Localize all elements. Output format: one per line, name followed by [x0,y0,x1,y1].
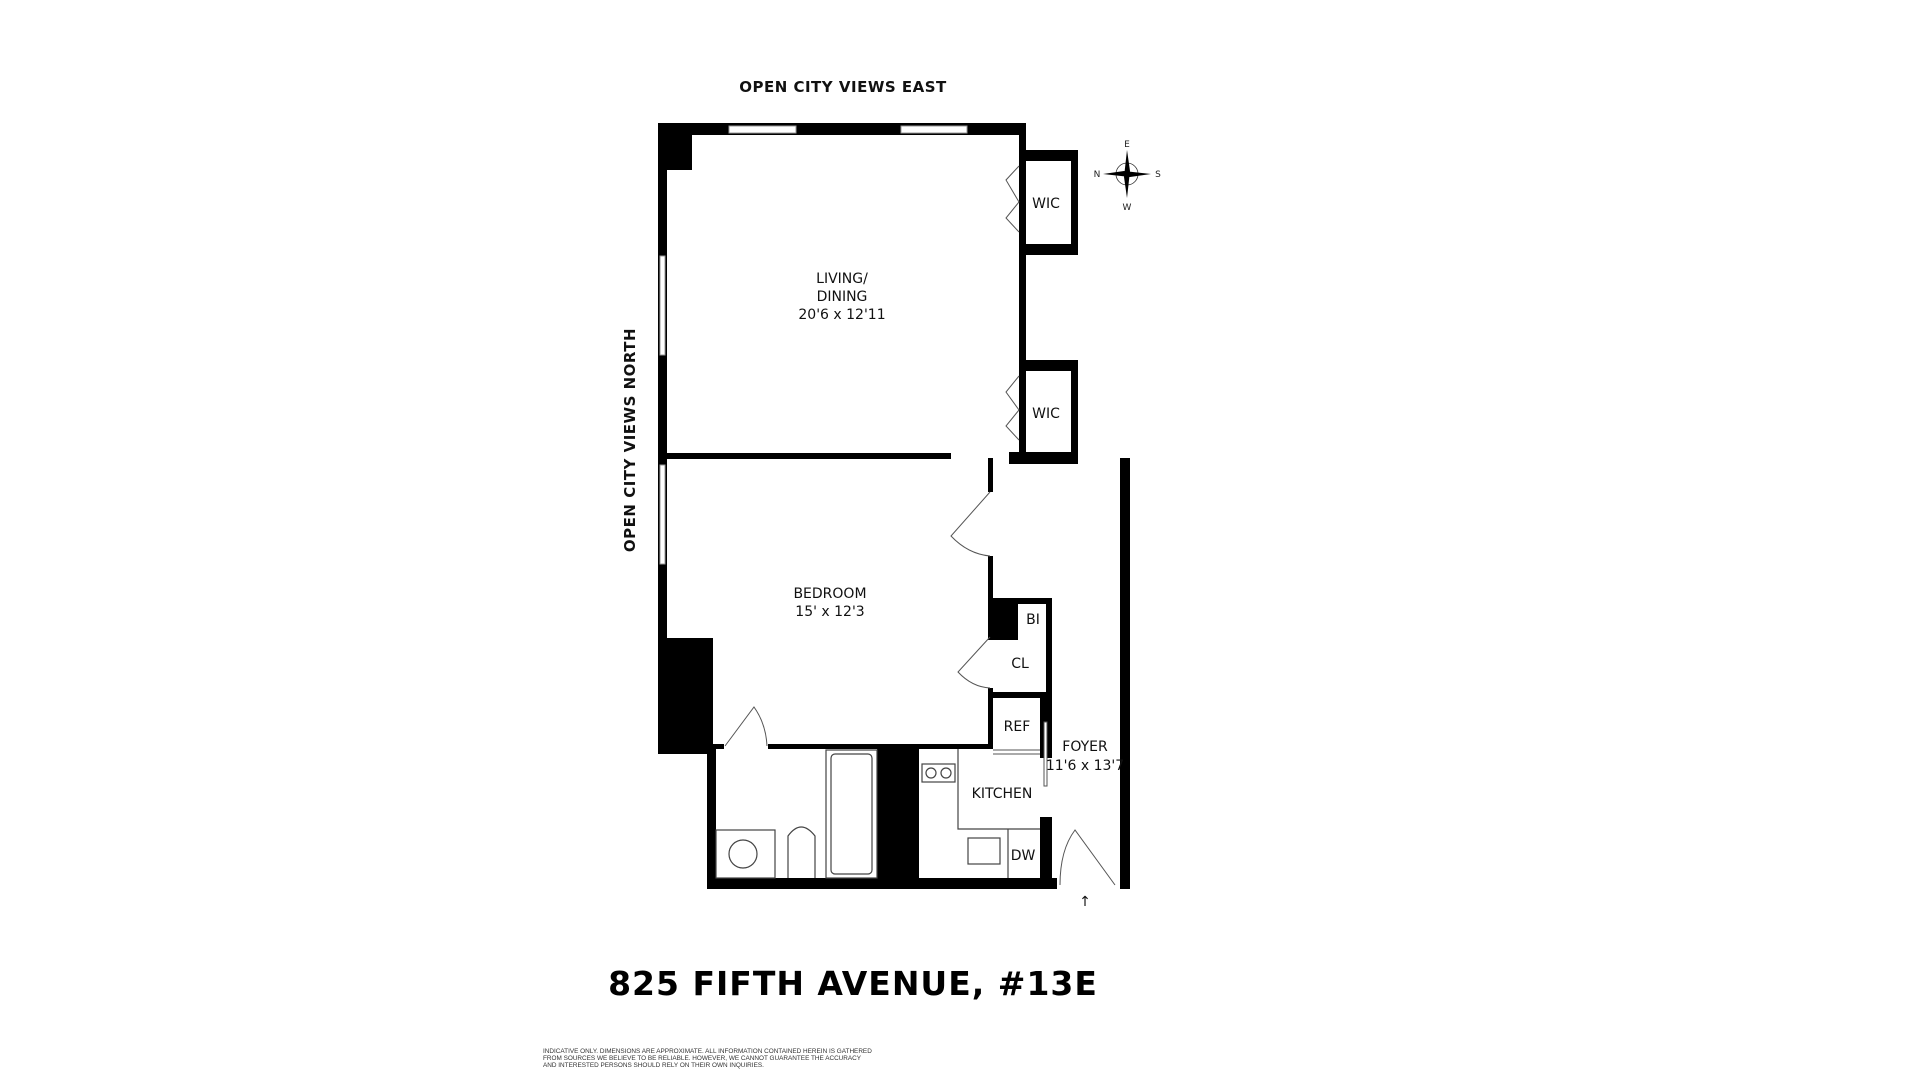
listing-title: 825 FIFTH AVENUE, #13E [608,964,1098,1003]
kitchen-label: KITCHEN [972,786,1033,802]
compass-icon: E N S W [1094,140,1162,213]
doors [724,165,1116,886]
wic-label-2: WIC [1032,406,1060,422]
cl-label: CL [1011,656,1029,672]
walls [658,123,1130,889]
entry-arrow-icon: ↑ [1079,894,1091,910]
compass-n: N [1094,170,1101,180]
fixtures [715,749,1040,879]
foyer-dims: 11'6 x 13'7 [1046,758,1124,774]
bedroom-label: BEDROOM [793,586,866,602]
view-north-label: OPEN CITY VIEWS NORTH [621,328,639,552]
bi-label: BI [1026,612,1040,628]
view-east-label: OPEN CITY VIEWS EAST [739,78,947,96]
living-label-2: DINING [817,289,868,305]
compass-s: S [1155,170,1161,180]
compass-w: W [1123,203,1132,213]
foyer-label: FOYER [1062,739,1108,755]
dw-label: DW [1011,848,1036,864]
ref-label: REF [1004,719,1031,735]
living-label-1: LIVING/ [816,271,868,287]
disclaimer-line: FROM SOURCES WE BELIEVE TO BE RELIABLE. … [543,1055,862,1062]
disclaimer-line: AND INTERESTED PERSONS SHOULD RELY ON TH… [543,1062,764,1069]
wic-label-1: WIC [1032,196,1060,212]
windows [659,125,968,565]
living-dims: 20'6 x 12'11 [798,307,885,323]
disclaimer: INDICATIVE ONLY. DIMENSIONS ARE APPROXIM… [543,1048,872,1069]
room-labels: LIVING/ DINING 20'6 x 12'11 WIC WIC BEDR… [793,196,1124,910]
compass-e: E [1124,140,1130,150]
disclaimer-line: INDICATIVE ONLY. DIMENSIONS ARE APPROXIM… [543,1048,872,1055]
bedroom-dims: 15' x 12'3 [795,604,864,620]
